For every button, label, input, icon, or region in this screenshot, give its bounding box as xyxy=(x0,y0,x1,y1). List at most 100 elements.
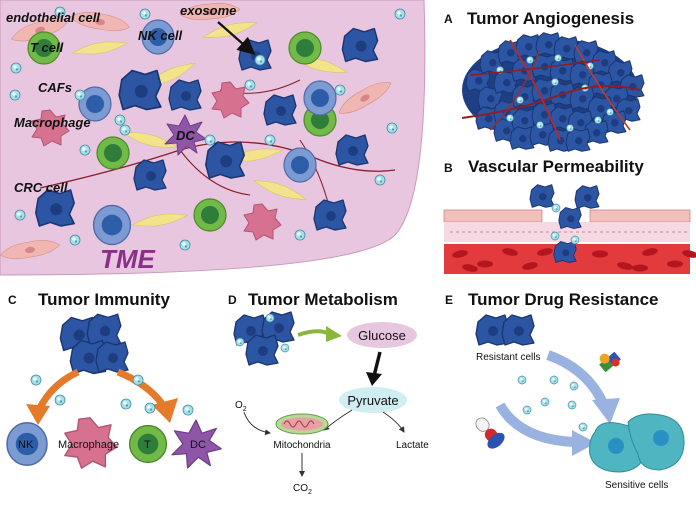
o2-main: O xyxy=(235,400,243,411)
exosome xyxy=(578,422,588,432)
crc-cell xyxy=(95,341,129,373)
crc-cell xyxy=(263,94,297,126)
crc-cell xyxy=(501,314,535,346)
label-cafs: CAFs xyxy=(38,80,72,95)
mitochondria-label: Mitochondria xyxy=(273,440,331,451)
exosome xyxy=(294,229,306,241)
tme-title: TME xyxy=(100,244,156,274)
crc-cell xyxy=(529,184,555,208)
exosome xyxy=(522,405,532,415)
exosome xyxy=(244,79,256,91)
crc-cell xyxy=(335,134,369,166)
label-nk-cell: NK cell xyxy=(138,28,182,43)
exosome xyxy=(10,62,22,74)
exosome xyxy=(120,398,132,410)
co2-subscript: 2 xyxy=(308,489,312,496)
label-t-cell: T cell xyxy=(30,40,64,55)
exosome xyxy=(235,337,245,347)
exosome xyxy=(265,313,275,323)
exosome xyxy=(132,374,144,386)
metabolism-arrow-green xyxy=(297,329,331,337)
panel-c-title: Tumor Immunity xyxy=(38,290,170,309)
resistance-arrow-lower-head xyxy=(572,430,596,456)
panel-d-letter: D xyxy=(228,293,237,307)
exosome xyxy=(566,124,574,132)
exosome xyxy=(179,239,191,251)
exosome xyxy=(536,121,544,129)
resistant-cells-label: Resistant cells xyxy=(476,352,540,363)
nk-cell xyxy=(283,147,317,183)
metabolism-arrow-black-head xyxy=(366,372,382,386)
crc-cell xyxy=(133,159,167,191)
label-crc-cell: CRC cell xyxy=(14,180,68,195)
o2-label: O2 xyxy=(235,400,247,413)
exosome xyxy=(550,231,560,241)
panel-a-letter: A xyxy=(444,12,453,26)
angio-vessel xyxy=(461,85,641,119)
mitochondria-icon xyxy=(275,413,329,435)
exosome xyxy=(570,235,580,245)
exosome xyxy=(606,108,614,116)
angio-vessel xyxy=(509,39,561,141)
crc-cell xyxy=(313,199,347,231)
o2-arrow xyxy=(243,411,271,436)
pyruvate-node xyxy=(339,387,407,413)
angio-vessel xyxy=(574,44,631,131)
resistance-arrow-upper-head xyxy=(592,398,620,424)
t-cell xyxy=(288,31,322,65)
t-cell xyxy=(96,136,130,170)
angio-vessel xyxy=(489,49,541,131)
immunity-label-t: T xyxy=(144,439,151,451)
t-cell xyxy=(193,198,227,232)
sensitive-cells-label: Sensitive cells xyxy=(605,480,668,491)
exosome xyxy=(549,375,559,385)
angiogenesis-tumor xyxy=(461,32,645,152)
vessel-wall-top xyxy=(443,209,543,223)
tme-panel: endothelial cell exosome T cell NK cell … xyxy=(0,0,426,276)
exosome xyxy=(30,374,42,386)
crc-cell xyxy=(118,69,162,111)
exosome xyxy=(540,397,550,407)
exosome xyxy=(516,96,524,104)
resistance-arrow-lower xyxy=(495,402,576,447)
exosome xyxy=(254,54,266,66)
tme-vessel xyxy=(39,141,396,189)
crc-cell xyxy=(168,79,202,111)
exosome xyxy=(79,144,91,156)
exosome xyxy=(551,78,559,86)
panel-a: A Tumor Angiogenesis xyxy=(444,9,645,152)
crc-cell xyxy=(558,207,582,229)
crc-cell xyxy=(574,185,600,209)
panel-e: E Tumor Drug Resistance Resistant cells xyxy=(445,290,685,491)
exosome xyxy=(9,89,21,101)
pyruvate-label: Pyruvate xyxy=(347,393,398,408)
exosome xyxy=(119,124,131,136)
exosome xyxy=(69,234,81,246)
crc-cell xyxy=(553,241,577,263)
label-dc: DC xyxy=(176,128,195,143)
pyruvate-to-lactate-arrow xyxy=(382,411,405,433)
exosome xyxy=(280,343,290,353)
crc-cell xyxy=(565,128,591,152)
immunity-arrow-left-head xyxy=(26,404,50,425)
tme-vessel xyxy=(179,149,251,196)
panel-a-title: Tumor Angiogenesis xyxy=(467,9,634,28)
co2-label: CO2 xyxy=(293,483,312,496)
red-blood-cell xyxy=(477,260,493,268)
exosome xyxy=(569,381,579,391)
crc-cell xyxy=(341,27,379,63)
panel-e-title: Tumor Drug Resistance xyxy=(468,290,659,309)
panel-b-letter: B xyxy=(444,161,453,175)
immunity-label-nk: NK xyxy=(18,439,34,451)
panel-c-letter: C xyxy=(8,293,17,307)
exosome xyxy=(14,209,26,221)
panel-d: D Tumor Metabolism Glucose Pyruvate O2 M… xyxy=(228,290,429,496)
metabolism-arrow-green-head xyxy=(326,326,342,342)
immunity-label-dc: DC xyxy=(190,439,206,451)
panel-c: C Tumor Immunity NK Macrophage T DC xyxy=(6,290,222,469)
panel-b-title: Vascular Permeability xyxy=(468,157,644,176)
crc-cell xyxy=(86,313,122,347)
drug-pill-icon xyxy=(475,417,505,449)
label-endothelial-cell: endothelial cell xyxy=(6,10,100,25)
